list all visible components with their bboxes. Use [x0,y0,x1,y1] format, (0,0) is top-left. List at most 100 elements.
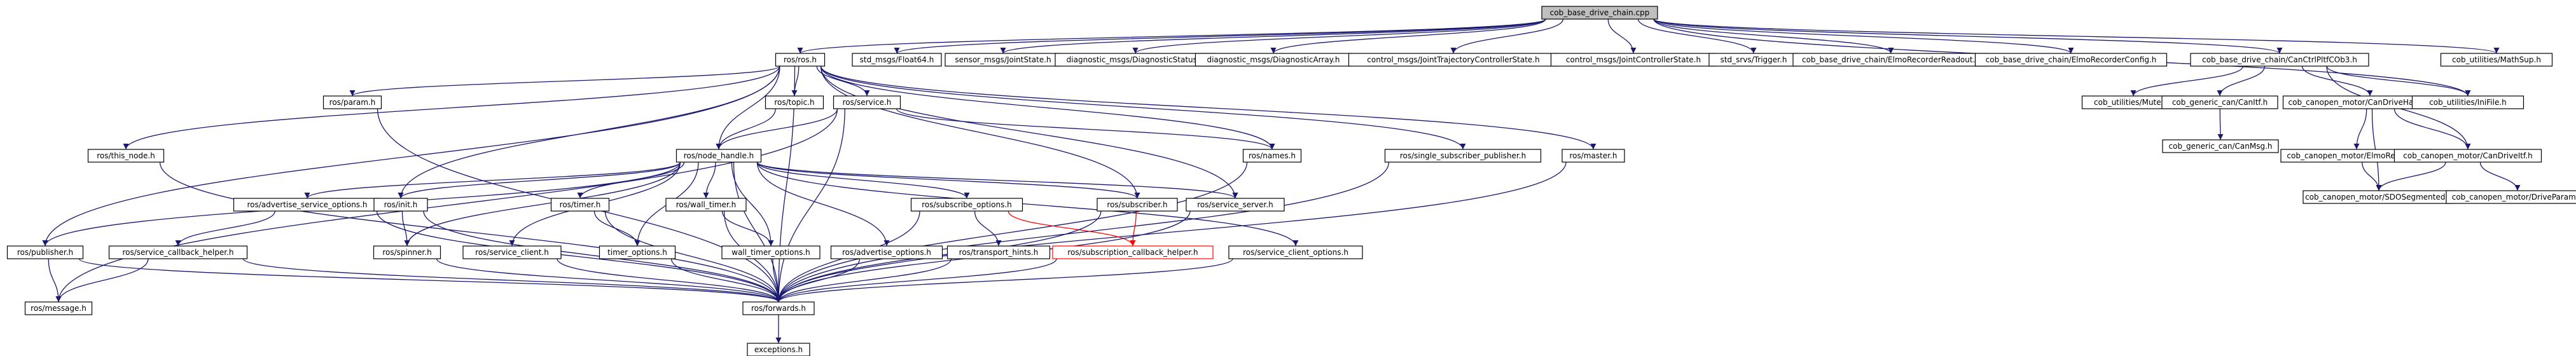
node-label: ros/param.h [329,98,376,107]
node-box [322,95,382,109]
edge-nodehandle-to-srvclientopts [756,161,1299,247]
edge-root-to-mathsup [1653,18,2500,54]
edge-canctrl-to-mutex [2130,65,2244,97]
node-mutex[interactable]: cob_utilities/Mutex.h [2081,95,2185,109]
node-transporthints[interactable]: ros/transport_hints.h [946,245,1051,259]
node-publisher[interactable]: ros/publisher.h [6,245,84,259]
node-subcbhelper[interactable]: ros/subscription_callback_helper.h [1052,245,1214,259]
node-inifile[interactable]: cob_utilities/IniFile.h [2411,95,2524,109]
node-param[interactable]: ros/param.h [322,95,382,109]
node-canctrl[interactable]: cob_base_drive_chain/CanCtrlPltfCOb3.h [2190,53,2369,67]
node-box [2162,139,2279,153]
edge-nodehandle-to-rosinit [398,161,681,199]
edge-master-to-forwards [775,161,1567,303]
node-topic[interactable]: ros/topic.h [765,95,824,109]
node-driveparam[interactable]: cob_canopen_motor/DriveParam.h [2446,190,2576,204]
node-walltimer[interactable]: ros/wall_timer.h [665,198,747,212]
node-exceptions[interactable]: exceptions.h [747,343,810,356]
node-jcstate[interactable]: control_msgs/JointControllerState.h [1550,53,1717,67]
edge-service-to-names [896,108,1275,150]
node-label: diagnostic_msgs/DiagnosticStatus.h [1067,55,1205,64]
node-trigger[interactable]: std_srvs/Trigger.h [1708,53,1799,67]
node-label: cob_utilities/MathSup.h [2452,55,2541,64]
node-label: ros/service_server.h [1197,200,1273,209]
node-message[interactable]: ros/message.h [24,301,93,315]
node-box [765,95,824,109]
node-thisnode[interactable]: ros/this_node.h [87,149,165,163]
edge-srvcbhelper-to-forwards [242,258,782,303]
node-advsrvopts[interactable]: ros/advertise_service_options.h [233,198,382,212]
node-jtcstate[interactable]: control_msgs/JointTrajectoryControllerSt… [1348,53,1559,67]
node-advopts[interactable]: ros/advertise_options.h [830,245,943,259]
node-box [1562,149,1625,163]
node-rostimer[interactable]: ros/timer.h [550,198,610,212]
edge-root-to-float64 [894,18,1546,54]
node-master[interactable]: ros/master.h [1562,149,1625,163]
edge-candriveharm-to-candriveitf [2393,108,2471,150]
edge-advsrvopts-to-forwards [376,210,782,303]
node-box [1052,245,1214,259]
node-box [108,245,248,259]
edge-rosros-to-thisnode [123,65,780,150]
node-diagstatus[interactable]: diagnostic_msgs/DiagnosticStatus.h [1055,53,1216,67]
node-timeropts[interactable]: timer_options.h [599,245,676,259]
node-service[interactable]: ros/service.h [833,95,901,109]
node-srvcbhelper[interactable]: ros/service_callback_helper.h [108,245,248,259]
node-jointstate[interactable]: sensor_msgs/JointState.h [945,53,1062,67]
node-box [1974,53,2168,67]
node-singlepub[interactable]: ros/single_subscriber_publisher.h [1384,149,1542,163]
node-label: ros/forwards.h [751,304,806,313]
node-box [599,245,676,259]
node-diagarray[interactable]: diagnostic_msgs/DiagnosticArray.h [1195,53,1352,67]
node-label: ros/node_handle.h [684,151,754,160]
node-srvclient[interactable]: ros/service_client.h [462,245,562,259]
node-label: ros/master.h [1570,151,1617,160]
edge-thisnode-to-forwards [159,161,782,303]
node-label: ros/service_client.h [475,248,549,257]
edge-nodehandle-to-advsrvopts [304,161,681,199]
node-rosros[interactable]: ros/ros.h [775,53,826,67]
node-label: ros/timer.h [560,200,601,209]
node-box [6,245,84,259]
node-canmsg[interactable]: cob_generic_can/CanMsg.h [2162,139,2279,153]
node-box [665,198,747,212]
node-canitf[interactable]: cob_generic_can/CanItf.h [2161,95,2278,109]
edge-root-to-diagarray [1270,18,1546,54]
node-box [373,245,441,259]
node-label: ros/transport_hints.h [959,248,1039,257]
edge-rosros-to-srvserver [820,65,1238,199]
node-elmoconfig[interactable]: cob_base_drive_chain/ElmoRecorderConfig.… [1974,53,2168,67]
node-spinner[interactable]: ros/spinner.h [373,245,441,259]
node-forwards[interactable]: ros/forwards.h [742,301,815,315]
node-box [462,245,562,259]
node-candriveitf[interactable]: cob_canopen_motor/CanDriveItf.h [2393,149,2542,163]
node-label: ros/advertise_service_options.h [247,200,368,209]
node-mathsup[interactable]: cob_utilities/MathSup.h [2440,53,2553,67]
node-box [946,245,1051,259]
edge-srvclientopts-to-forwards [775,258,1233,303]
node-walltimeropts[interactable]: wall_timer_options.h [721,245,821,259]
edge-candriveharm-to-elmorec [2353,108,2367,150]
node-subopts[interactable]: ros/subscribe_options.h [910,198,1023,212]
node-sdoseg[interactable]: cob_canopen_motor/SDOSegmented.h [2302,190,2455,204]
node-label: ros/message.h [31,304,87,313]
node-label: ros/wall_timer.h [676,200,737,209]
edge-root-to-elmoconfig [1653,18,2074,54]
node-label: cob_generic_can/CanItf.h [2172,98,2268,107]
node-srvclientopts[interactable]: ros/service_client_options.h [1228,245,1363,259]
node-box [775,53,826,67]
edge-service-to-message [55,108,838,303]
node-nodehandle[interactable]: ros/node_handle.h [675,149,762,163]
node-rosinit[interactable]: ros/init.h [373,198,428,212]
node-root[interactable]: cob_base_drive_chain.cpp [1541,6,1658,20]
edge-spinner-to-forwards [436,258,782,303]
node-label: cob_canopen_motor/SDOSegmented.h [2305,193,2453,202]
node-float64[interactable]: std_msgs/Float64.h [852,53,942,67]
edge-root-to-elmoreadout [1653,18,1894,54]
node-subscriber[interactable]: ros/subscriber.h [1097,198,1178,212]
node-srvserver[interactable]: ros/service_server.h [1186,198,1285,212]
edge-publisher-to-forwards [78,258,782,303]
node-names[interactable]: ros/names.h [1242,149,1302,163]
edge-nodehandle-to-walltimer [703,161,716,199]
node-elmoreadout[interactable]: cob_base_drive_chain/ElmoRecorderReadout… [1792,53,1990,67]
